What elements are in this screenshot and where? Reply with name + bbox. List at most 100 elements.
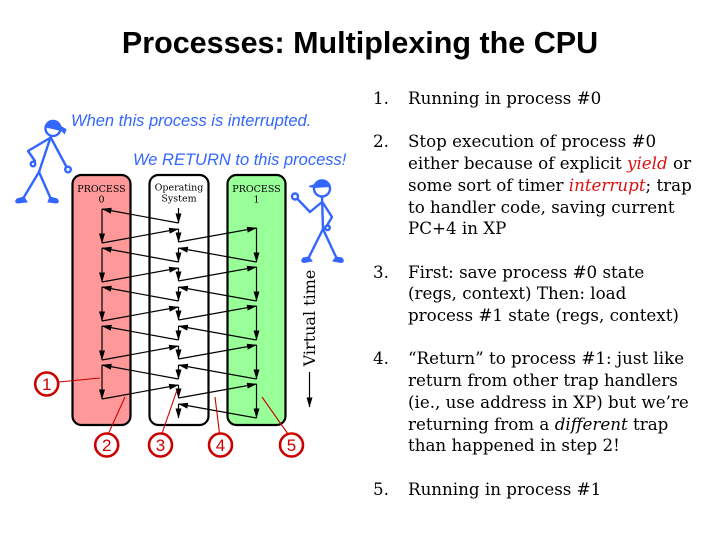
step-3: 3. First: save process #0 state (regs, c… [373,262,713,327]
callout-1-leader [58,377,101,383]
step-line: Running in process #0 [408,88,713,110]
step-text: or [667,153,692,174]
step-number: 5. [373,478,389,499]
step-text: returning from a [408,413,555,434]
return-arrow-to-process-1 [178,304,257,321]
emphasis-interrupt: interrupt [568,174,646,195]
slide-title: Processes: Multiplexing the CPU [121,25,599,60]
step-2: 2. Stop execution of process #0 either b… [373,131,713,240]
step-line: PC+4 in XP [408,218,713,240]
step-line: Running in process #1 [408,479,713,501]
figure-raised-hand [290,192,300,201]
figure-right-foot [47,196,59,204]
callout-circle [278,432,305,458]
step-5: 5. Running in process #1 [373,479,713,501]
return-arrow-to-process-1 [178,382,257,399]
execution-flow-arrows [99,207,260,419]
trap-arrow-from-process-0 [101,227,179,244]
callout-circle [33,371,60,397]
multiplexing-diagram: PROCESS 0 Operating System PROCESS 1 Vir… [15,119,344,458]
callout-2: 2 [93,432,120,458]
figure-hip-hand [324,224,332,232]
return-arrow-to-process-0 [101,363,179,380]
callout-4: 4 [207,432,234,458]
step-line: returning from a different trap [408,414,713,436]
callout-5-leader [261,396,289,435]
annotation-return: We RETURN to this process! [133,151,347,169]
step-line: return from other trap handlers [408,370,713,392]
figure-left-hand [29,160,37,168]
step-text: return from other trap handlers [408,370,678,391]
figure-right-arm [49,136,68,168]
step-line: process #1 state (regs, context) [408,305,713,327]
figure-raised-arm [296,197,324,214]
annotation-interrupted: When this process is interrupted. [71,111,312,130]
step-line: (regs, context) Then: load [408,283,713,305]
step-text: “Return” to process #1: just like [408,348,685,369]
callout-5: 5 [278,432,305,458]
step-text: First: save process #0 state [408,261,645,282]
callout-number: 3 [156,436,165,455]
step-text: Stop execution of process #0 [408,131,657,152]
emphasis-yield: yield [627,153,668,174]
callout-number: 4 [216,436,225,455]
step-line: Stop execution of process #0 [408,131,713,153]
os-label-line1: Operating [155,183,204,194]
figure-torso [37,134,53,174]
callout-circle [207,432,234,458]
step-text: trap [627,413,669,434]
callout-2-leader [107,396,126,434]
step-text: PC+4 in XP [408,218,507,239]
return-arrow-to-process-1 [178,226,257,243]
step-text: to handler code, saving current [408,196,675,217]
callout-4-leader [214,396,221,434]
return-arrow-to-process-1 [178,343,257,360]
step-line: (ie., use address in XP) but we’re [408,392,713,414]
return-arrow-to-process-0 [101,285,179,302]
return-arrow-to-process-0 [101,207,179,224]
trap-arrow-from-process-0 [101,305,179,322]
step-number: 4. [373,348,389,369]
figure-hip-arm [321,201,334,227]
step-text: Running in process #1 [408,478,602,499]
callout-circle [147,432,174,458]
step-number: 3. [373,261,389,282]
figure-legs [307,227,338,259]
figure-left-foot [15,196,28,204]
step-line: than happened in step 2! [408,435,713,457]
figure-legs [22,170,52,199]
return-arrow-to-process-1 [178,265,257,282]
figure-right-hand [63,165,72,174]
emphasis-different: different [554,413,628,434]
stick-figure-right-icon [290,179,344,264]
process-1-label: PROCESS [232,184,280,195]
process-1-number: 1 [253,195,259,206]
step-line: First: save process #0 state [408,262,713,284]
figure-right-foot [332,256,344,264]
callout-number: 2 [102,436,111,455]
trap-arrow-from-process-1 [178,363,257,380]
step-text: (regs, context) Then: load [408,283,627,304]
os-label-line2: System [161,194,196,205]
step-line: either because of explicit yield or [408,153,713,175]
return-arrow-to-process-0 [101,324,179,341]
callout-1: 1 [33,371,60,397]
step-text: ; trap [645,174,692,195]
step-line: some sort of timer interrupt; trap [408,175,713,197]
return-arrow-to-process-0 [101,246,179,263]
callout-number: 1 [42,375,51,394]
step-1: 1. Running in process #0 [373,88,713,110]
trap-arrow-from-process-0 [101,266,179,283]
step-line: to handler code, saving current [408,197,713,219]
trap-arrow-from-process-0 [101,344,179,361]
figure-left-foot [301,256,313,264]
callout-3: 3 [147,432,174,458]
virtual-time-label: Virtual time [300,270,319,368]
figure-cap [45,120,67,135]
figure-cap [308,179,331,189]
step-text: than happened in step 2! [408,435,620,456]
steps-list: 1. Running in process #0 2. Stop executi… [373,88,713,522]
trap-arrow-from-process-0 [101,383,179,400]
step-number: 2. [373,131,389,152]
callout-circle [93,432,120,458]
